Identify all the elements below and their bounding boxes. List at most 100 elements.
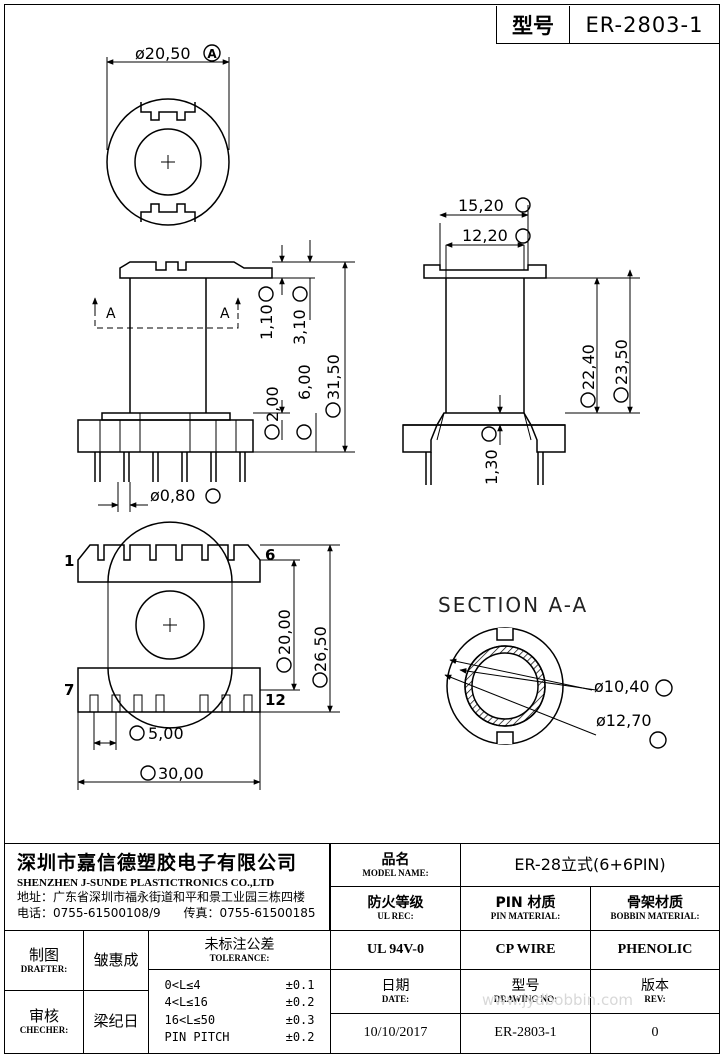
- tag-m-circle: [276, 657, 292, 673]
- inner-diameter: ø10,40: [594, 677, 650, 696]
- watermark: www.jydbobbin.com: [482, 991, 633, 1009]
- tag-n-circle: [312, 672, 328, 688]
- date-label: 日期 DATE:: [330, 969, 461, 1014]
- rev-value: 0: [590, 1013, 720, 1054]
- tolerance-table: 0<L≤4 ±0.1 4<L≤16±0.2 16<L≤50±0.3 PIN PIT…: [148, 969, 331, 1054]
- tag-h-circle: [515, 197, 531, 213]
- checker-label: 审核 CHECHER:: [4, 990, 84, 1054]
- tag-f-circle: [325, 402, 341, 418]
- drawing-no-cn: 型号: [511, 978, 540, 995]
- date-en: DATE:: [381, 994, 410, 1005]
- checker-en: CHECHER:: [19, 1025, 69, 1036]
- tag-o-circle: [129, 725, 145, 741]
- date-value: 10/10/2017: [330, 1013, 461, 1054]
- rev-cn: 版本: [641, 978, 669, 995]
- tag-k-circle: [613, 387, 629, 403]
- section-mark-left: A: [106, 306, 116, 322]
- section-view: [444, 627, 597, 745]
- tol-range: 0<L≤4: [164, 977, 201, 992]
- tag-d-circle: [264, 424, 280, 440]
- tolerance-row: PIN PITCH ±0.2: [165, 1029, 315, 1046]
- front-view: [77, 240, 355, 512]
- tol-range: PIN PITCH: [164, 1029, 230, 1044]
- checker-cn: 审核: [28, 1007, 59, 1026]
- model-name-cn: 品名: [381, 851, 410, 868]
- model-name-label: 品名 MODEL NAME:: [330, 843, 461, 887]
- tag-e-circle: [296, 424, 312, 440]
- pin-6-label: 6: [265, 546, 275, 564]
- front-pins: [94, 452, 246, 482]
- drafter-cn: 制图: [28, 945, 59, 964]
- model-name-value: ER-28立式(6+6PIN): [460, 843, 720, 887]
- tag-i-circle: [515, 228, 531, 244]
- model-name-en: MODEL NAME:: [362, 867, 429, 878]
- side-view: [402, 205, 640, 485]
- tol-value: ±0.2: [285, 995, 315, 1010]
- dim-26-50: 26,50: [311, 626, 330, 672]
- tag-a-label: A: [207, 47, 217, 61]
- drafter-en: DRAFTER:: [20, 963, 68, 974]
- drawing-no-value: ER-2803-1: [460, 1013, 591, 1054]
- model-tag: 型号 ER-2803-1: [496, 6, 720, 44]
- dim-12-20: 12,20: [462, 226, 508, 245]
- tolerance-en: TOLERANCE:: [209, 952, 270, 963]
- section-mark-right: A: [220, 306, 230, 322]
- tag-c-circle: [292, 286, 308, 302]
- tol-range: 16<L≤50: [164, 1012, 216, 1027]
- dim-3-10: 3,10: [290, 309, 309, 345]
- fire-rating-value: UL 94V-0: [330, 930, 461, 970]
- fire-rating-cn: 防火等级: [367, 895, 424, 912]
- dim-1-10: 1,10: [257, 304, 276, 340]
- top-diameter-label: ø20,50: [135, 44, 191, 63]
- pin-1-label: 1: [64, 552, 74, 570]
- technical-drawing: ø20,50 A: [64, 44, 673, 790]
- dim-15-20: 15,20: [458, 196, 504, 215]
- tag-j-circle: [580, 392, 596, 408]
- pin-material-cn: PIN 材质: [495, 895, 556, 912]
- dim-31-50: 31,50: [324, 354, 343, 400]
- checker-name: 梁纪日: [83, 990, 149, 1054]
- dim-22-40: 22,40: [579, 344, 598, 390]
- tag-q-circle: [655, 679, 673, 697]
- bottom-view: [77, 521, 340, 790]
- date-cn: 日期: [381, 978, 410, 995]
- tolerance-row: 0<L≤4 ±0.1: [165, 977, 315, 994]
- title-block: 深圳市嘉信德塑胶电子有限公司 SHENZHEN J-SUNDE PLASTICT…: [4, 843, 720, 1054]
- outer-diameter: ø12,70: [596, 711, 652, 730]
- top-view: [106, 57, 230, 226]
- tag-p-circle: [140, 765, 156, 781]
- rev-en: REV:: [644, 994, 666, 1005]
- tag-b-circle: [258, 286, 274, 302]
- dim-6-00: 6,00: [295, 364, 314, 400]
- model-tag-label: 型号: [497, 6, 570, 43]
- dim-23-50: 23,50: [612, 339, 631, 385]
- company-name-cn: 深圳市嘉信德塑胶电子有限公司: [17, 851, 298, 874]
- tolerance-row: 4<L≤16±0.2: [165, 994, 315, 1011]
- company-address: 地址：广东省深圳市福永街道和平和景工业园三栋四楼: [17, 890, 306, 905]
- tag-g-circle: [205, 488, 221, 504]
- tolerance-row: 16<L≤50±0.3: [165, 1012, 315, 1029]
- dim-20-00: 20,00: [275, 609, 294, 655]
- company-info: 深圳市嘉信德塑胶电子有限公司 SHENZHEN J-SUNDE PLASTICT…: [4, 843, 330, 931]
- tag-a-circle: [203, 44, 221, 62]
- dim-1-30: 1,30: [482, 449, 501, 485]
- tolerance-label: 未标注公差 TOLERANCE:: [148, 930, 331, 970]
- tag-r-circle: [649, 731, 667, 749]
- bobbin-material-value: PHENOLIC: [590, 930, 720, 970]
- drafter-name: 皱惠成: [83, 930, 149, 991]
- company-phone: 电话：0755-61500108/9: [17, 906, 161, 921]
- dim-30-00: 30,00: [158, 764, 204, 783]
- bobbin-material-cn: 骨架材质: [627, 895, 683, 912]
- pin-material-en: PIN MATERIAL:: [490, 911, 561, 922]
- pin-12-label: 12: [265, 691, 286, 709]
- pin-material-label: PIN 材质 PIN MATERIAL:: [460, 886, 591, 931]
- company-contact: 电话：0755-61500108/9 传真：0755-61500185: [17, 906, 316, 921]
- bobbin-material-label: 骨架材质 BOBBIN MATERIAL:: [590, 886, 720, 931]
- tolerance-cn: 未标注公差: [204, 936, 275, 953]
- section-label: SECTION A-A: [438, 593, 588, 617]
- tag-l-circle: [481, 426, 497, 442]
- company-fax: 传真：0755-61500185: [183, 906, 316, 921]
- dim-5-00: 5,00: [148, 724, 184, 743]
- tol-value: ±0.2: [285, 1029, 315, 1044]
- tol-value: ±0.1: [285, 977, 315, 992]
